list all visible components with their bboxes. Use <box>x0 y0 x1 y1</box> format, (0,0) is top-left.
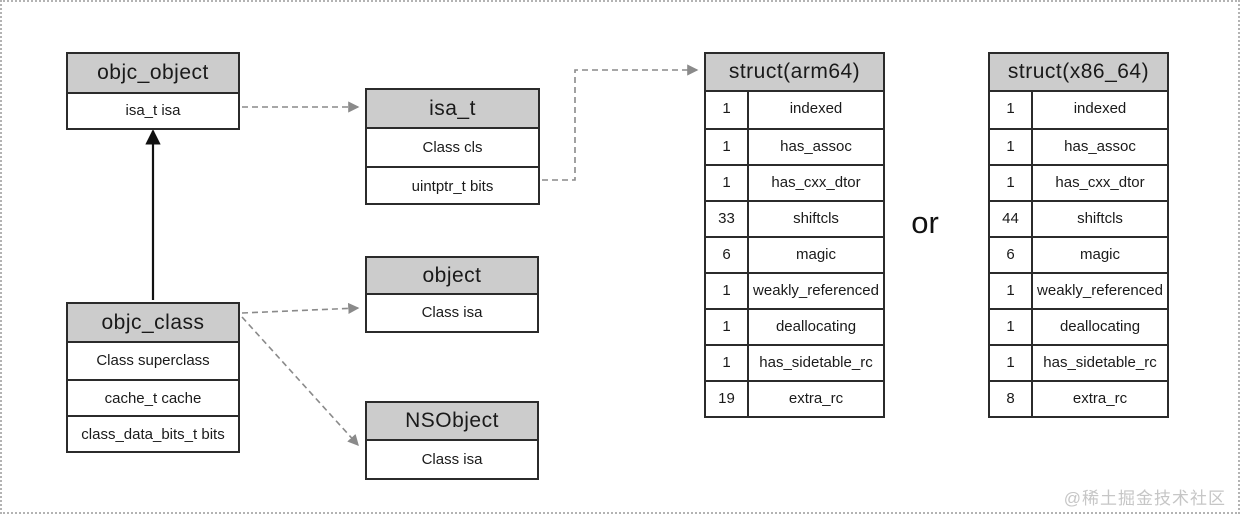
bitfield-row: 1 weakly_referenced <box>990 272 1167 308</box>
object-title: object <box>367 258 537 295</box>
arm64-struct-rows: 1 indexed 1 has_assoc 1 has_cxx_dtor 33 … <box>706 92 883 416</box>
bitfield-row: 1 has_sidetable_rc <box>706 344 883 380</box>
bitfield-width: 1 <box>706 274 749 308</box>
bitfield-width: 6 <box>706 238 749 272</box>
bitfield-row: 8 extra_rc <box>990 380 1167 416</box>
bitfield-name: weakly_referenced <box>753 282 879 299</box>
bitfield-width: 1 <box>990 130 1033 164</box>
arm64-struct-table: struct(arm64) 1 indexed 1 has_assoc 1 ha… <box>704 52 885 418</box>
bitfield-name: extra_rc <box>788 390 844 407</box>
bitfield-name: shiftcls <box>1077 210 1123 227</box>
bitfield-width: 8 <box>990 382 1033 416</box>
objc-class-box: objc_class Class superclass cache_t cache… <box>66 302 240 453</box>
objc-class-title: objc_class <box>68 304 238 343</box>
bitfield-row: 33 shiftcls <box>706 200 883 236</box>
bitfield-name: shiftcls <box>793 210 839 227</box>
field-row: uintptr_t bits <box>367 166 538 203</box>
bitfield-name: has_cxx_dtor <box>771 174 861 191</box>
bitfield-width: 1 <box>706 130 749 164</box>
bitfield-name: magic <box>1079 246 1120 263</box>
bitfield-width: 1 <box>706 310 749 344</box>
bitfield-width: 1 <box>990 274 1033 308</box>
x86-64-struct-table: struct(x86_64) 1 indexed 1 has_assoc 1 h… <box>988 52 1169 418</box>
bitfield-row: 1 indexed <box>706 92 883 128</box>
object-fields: Class isa <box>367 295 537 331</box>
bitfield-width: 1 <box>706 92 749 128</box>
bitfield-row: 1 has_cxx_dtor <box>706 164 883 200</box>
isa-t-title: isa_t <box>367 90 538 129</box>
field-row: Class isa <box>421 304 483 321</box>
bitfield-name: has_cxx_dtor <box>1055 174 1145 191</box>
bitfield-name: deallocating <box>775 318 857 335</box>
bitfield-row: 19 extra_rc <box>706 380 883 416</box>
field-row: isa_t isa <box>125 102 181 119</box>
bitfield-width: 6 <box>990 238 1033 272</box>
bitfield-name: indexed <box>1073 100 1127 117</box>
ref-arrow-objc-class-to-nsobject <box>241 316 359 447</box>
field-row: Class cls <box>422 139 483 156</box>
field-row: Class superclass <box>96 352 210 369</box>
bitfield-row: 1 weakly_referenced <box>706 272 883 308</box>
bitfield-row: 6 magic <box>990 236 1167 272</box>
bitfield-name: has_assoc <box>780 138 852 155</box>
x86-64-struct-rows: 1 indexed 1 has_assoc 1 has_cxx_dtor 44 … <box>990 92 1167 416</box>
x86-64-struct-title: struct(x86_64) <box>990 54 1167 92</box>
bitfield-row: 1 has_assoc <box>990 128 1167 164</box>
nsobject-box: NSObject Class isa <box>365 401 539 480</box>
objc-object-title: objc_object <box>68 54 238 94</box>
bits-ref-arrow-isa-t-to-arm64-struct <box>542 64 699 181</box>
isa-t-box: isa_t Class cls uintptr_t bits <box>365 88 540 205</box>
bitfield-row: 1 has_sidetable_rc <box>990 344 1167 380</box>
field-row: cache_t cache <box>68 379 238 415</box>
bitfield-row: 1 indexed <box>990 92 1167 128</box>
bitfield-width: 1 <box>706 166 749 200</box>
bitfield-width: 1 <box>706 346 749 380</box>
field-row: Class isa <box>421 451 483 468</box>
bitfield-name: has_assoc <box>1064 138 1136 155</box>
bitfield-row: 1 has_assoc <box>706 128 883 164</box>
objc-object-box: objc_object isa_t isa <box>66 52 240 130</box>
bitfield-name: has_sidetable_rc <box>759 354 873 371</box>
bitfield-name: weakly_referenced <box>1037 282 1163 299</box>
field-row: class_data_bits_t bits <box>68 415 238 451</box>
isa-t-fields: Class cls uintptr_t bits <box>367 129 538 203</box>
bitfield-width: 1 <box>990 310 1033 344</box>
bitfield-row: 1 deallocating <box>990 308 1167 344</box>
bitfield-width: 44 <box>990 202 1033 236</box>
bitfield-width: 1 <box>990 346 1033 380</box>
object-box: object Class isa <box>365 256 539 333</box>
bitfield-name: indexed <box>789 100 843 117</box>
bitfield-width: 19 <box>706 382 749 416</box>
bitfield-width: 1 <box>990 92 1033 128</box>
nsobject-fields: Class isa <box>367 441 537 478</box>
ref-arrow-objc-class-to-object <box>241 302 360 315</box>
or-label: or <box>911 205 939 240</box>
bitfield-name: deallocating <box>1059 318 1141 335</box>
bitfield-width: 1 <box>990 166 1033 200</box>
bitfield-row: 44 shiftcls <box>990 200 1167 236</box>
arm64-struct-title: struct(arm64) <box>706 54 883 92</box>
bitfield-name: magic <box>795 246 836 263</box>
bitfield-row: 6 magic <box>706 236 883 272</box>
bitfield-row: 1 deallocating <box>706 308 883 344</box>
nsobject-title: NSObject <box>367 403 537 441</box>
objc-object-fields: isa_t isa <box>68 94 238 128</box>
bitfield-width: 33 <box>706 202 749 236</box>
bitfield-name: has_sidetable_rc <box>1043 354 1157 371</box>
bitfield-row: 1 has_cxx_dtor <box>990 164 1167 200</box>
watermark: @稀土掘金技术社区 <box>1063 489 1226 508</box>
bitfield-name: extra_rc <box>1072 390 1128 407</box>
